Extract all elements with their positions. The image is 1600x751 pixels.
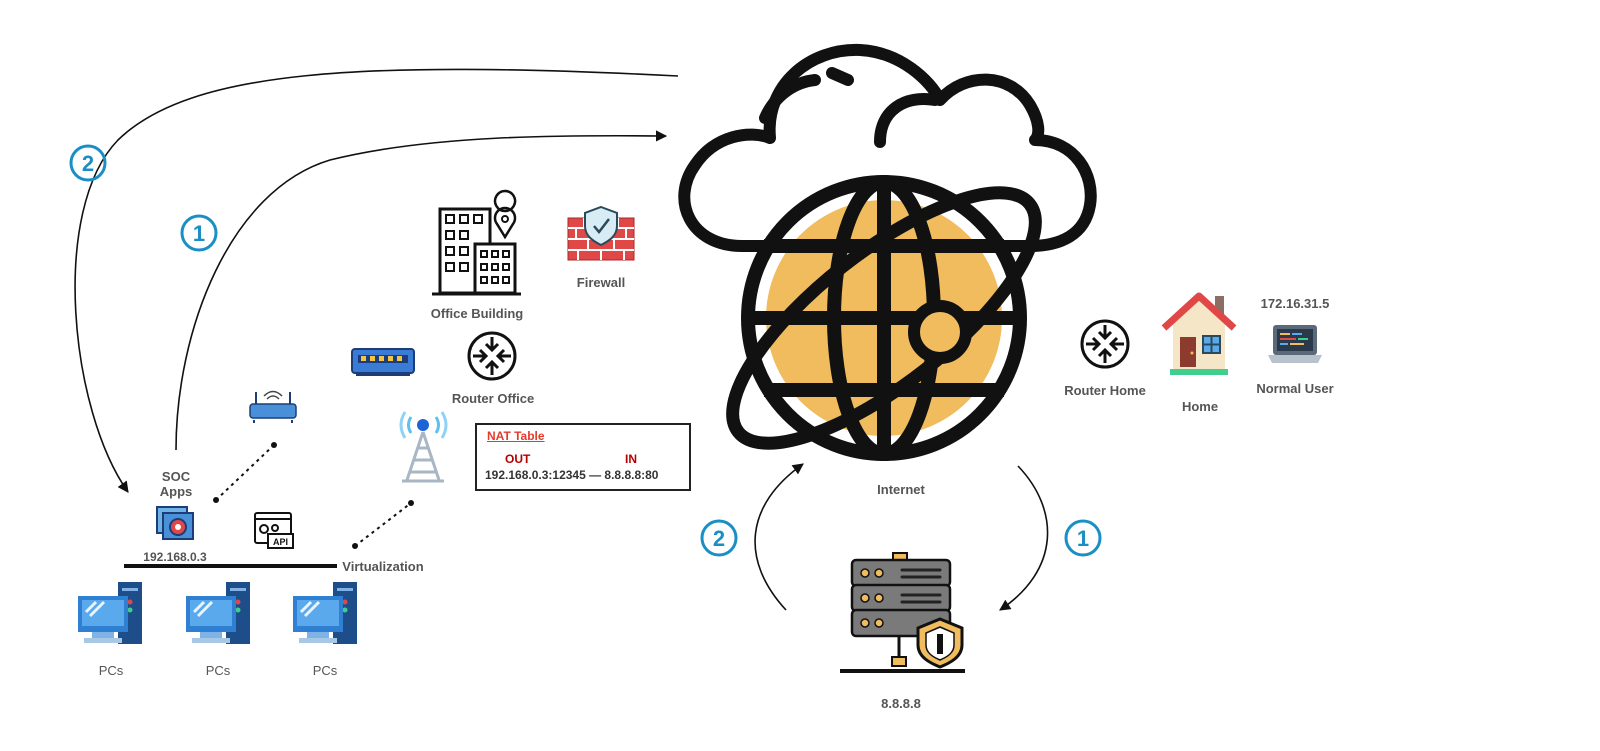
- firewall-label: Firewall: [576, 275, 626, 290]
- soc-apps-label-line1: SOC: [161, 469, 191, 484]
- internet-label: Internet: [877, 482, 925, 497]
- step-badge-right-2: 2: [700, 519, 738, 557]
- step-number: 2: [82, 151, 94, 176]
- nat-table: NAT Table OUT IN 192.168.0.3:12345 — 8.8…: [475, 423, 691, 491]
- step-number: 1: [1077, 526, 1089, 551]
- router-office-label: Router Office: [451, 391, 535, 406]
- firewall-icon: [567, 205, 635, 261]
- soc-apps-icon: [156, 506, 194, 540]
- arrow-server-request: [999, 465, 1049, 611]
- wifi-router-icon: [249, 390, 297, 423]
- dns-server-label: 8.8.8.8: [881, 696, 921, 711]
- step-number: 2: [713, 526, 725, 551]
- soc-apps-label-line2: Apps: [159, 484, 193, 499]
- step-number: 1: [193, 221, 205, 246]
- server-icon: [840, 552, 965, 673]
- internet-globe-icon: [678, 43, 1097, 461]
- router-home-label: Router Home: [1064, 383, 1146, 398]
- router-home-icon: [1080, 319, 1130, 369]
- pc-label: PCs: [205, 663, 231, 678]
- normal-user-label: Normal User: [1256, 381, 1334, 396]
- nat-column-in: IN: [625, 452, 637, 466]
- pc-label: PCs: [98, 663, 124, 678]
- home-label: Home: [1181, 399, 1219, 414]
- dotted-link-tower: [354, 502, 412, 547]
- office-building-icon: [432, 189, 521, 296]
- office-building-label: Office Building: [430, 306, 524, 321]
- home-icon: [1161, 292, 1237, 375]
- pc-icon: [186, 582, 250, 644]
- dotted-link-wifi: [215, 444, 275, 501]
- step-badge-left-1: 1: [180, 214, 218, 252]
- laptop-icon: [1268, 325, 1322, 363]
- api-icon: API: [254, 512, 294, 549]
- nat-column-out: OUT: [505, 452, 531, 466]
- home-ip-label: 172.16.31.5: [1260, 296, 1330, 311]
- arrow-step1-request: [175, 130, 668, 451]
- router-office-icon: [467, 331, 517, 381]
- pc-label: PCs: [312, 663, 338, 678]
- virtualization-label: Virtualization: [342, 559, 424, 574]
- pc-icon: [78, 582, 142, 644]
- pc-icon: [293, 582, 357, 644]
- arrow-server-response: [754, 463, 804, 611]
- network-switch-icon: [351, 348, 415, 376]
- antenna-tower-icon: [399, 411, 448, 483]
- soc-apps-label: SOC Apps: [146, 469, 206, 499]
- nat-table-title: NAT Table: [487, 429, 545, 443]
- nat-table-row: 192.168.0.3:12345 — 8.8.8.8:80: [485, 468, 659, 482]
- svg-text:API: API: [273, 537, 288, 547]
- arrow-step2-response: [74, 68, 679, 493]
- step-badge-right-1: 1: [1064, 519, 1102, 557]
- step-badge-left-2: 2: [69, 144, 107, 182]
- soc-ip-label: 192.168.0.3: [143, 550, 207, 564]
